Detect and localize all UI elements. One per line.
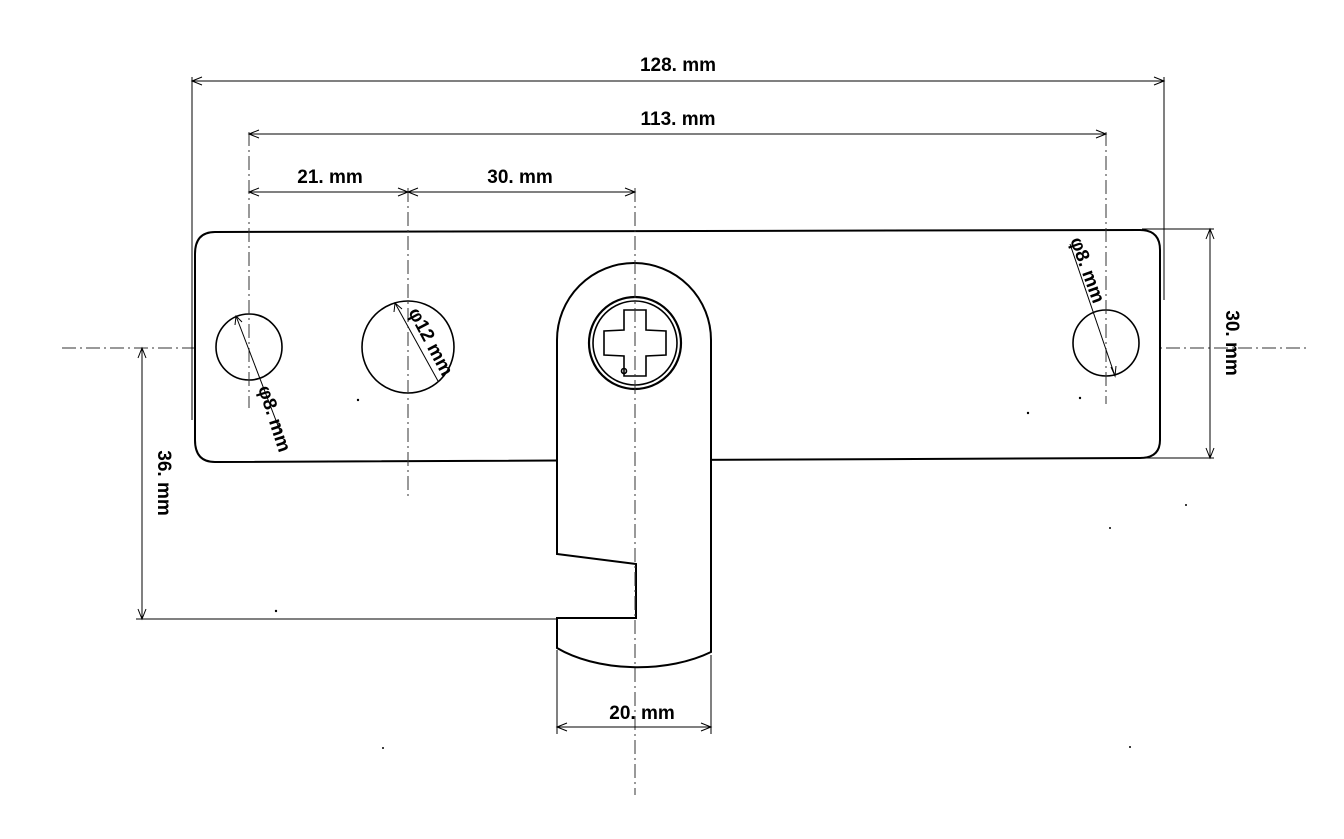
arrow-down xyxy=(1205,447,1215,460)
left-hole-diameter-leader xyxy=(235,315,281,432)
arrow-right xyxy=(700,722,713,732)
arrow-down xyxy=(137,608,147,621)
arrow-left xyxy=(190,76,203,86)
arrow-right xyxy=(624,187,637,197)
hole-to-big-hole-label: 21. mm xyxy=(297,167,362,188)
arrow-up xyxy=(137,346,147,359)
arrow-head xyxy=(234,314,243,326)
scan-speck xyxy=(1185,504,1187,506)
phillips-cross-icon xyxy=(603,309,667,377)
arrow-up xyxy=(1205,227,1215,240)
latch-drop-label: 36. mm xyxy=(153,450,174,515)
big-hole-to-screw-label: 30. mm xyxy=(487,167,552,188)
arrow-left xyxy=(247,187,260,197)
arrow-left xyxy=(247,129,260,139)
latch-width-label: 20. mm xyxy=(609,703,674,724)
arrow-head xyxy=(393,302,403,313)
big-hole-diameter-leader xyxy=(394,302,439,382)
overall-length-label: 128. mm xyxy=(640,55,716,76)
scan-speck xyxy=(1078,396,1082,400)
scan-speck xyxy=(356,398,360,402)
scan-speck xyxy=(1109,527,1111,529)
arrow-right xyxy=(1153,76,1166,86)
latch-arm xyxy=(556,262,712,669)
arrow-left xyxy=(555,722,568,732)
scan-speck xyxy=(1026,411,1030,415)
plate-height-label: 30. mm xyxy=(1221,310,1242,375)
arrow-head xyxy=(1110,365,1117,378)
scan-speck xyxy=(382,747,384,749)
scan-speck xyxy=(274,609,278,613)
screw-dot xyxy=(620,367,628,375)
arrow-right xyxy=(1095,129,1108,139)
right-hole-diameter-leader xyxy=(1069,243,1116,377)
scan-speck xyxy=(1129,746,1131,748)
hole-spacing-label: 113. mm xyxy=(641,109,716,130)
arrow-left xyxy=(406,187,419,197)
